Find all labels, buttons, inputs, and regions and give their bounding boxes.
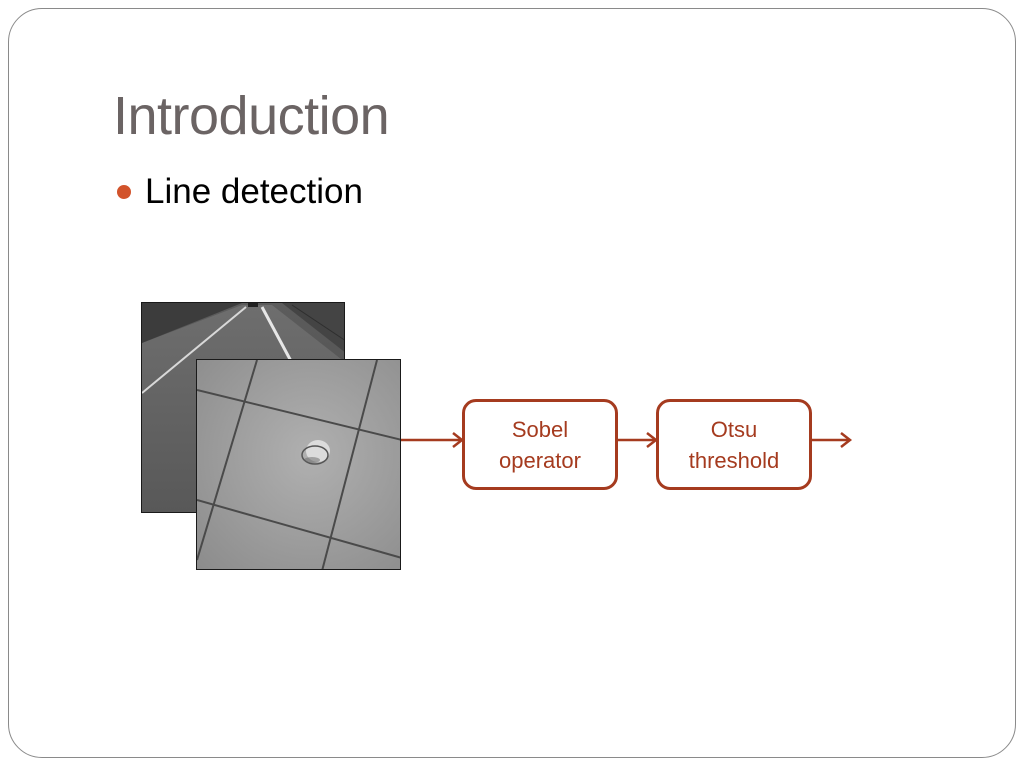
sobel-operator-label: Sobel operator — [499, 416, 581, 473]
otsu-threshold-step: Otsu threshold — [656, 399, 812, 490]
arrow-sobel-to-otsu — [618, 432, 659, 448]
sobel-operator-step: Sobel operator — [462, 399, 618, 490]
slide-title: Introduction — [113, 86, 390, 146]
otsu-threshold-label: Otsu threshold — [688, 416, 780, 473]
bullet-text: Line detection — [145, 172, 363, 211]
bullet-dot-icon — [117, 185, 131, 199]
arrow-input-to-sobel — [401, 432, 465, 448]
bullet-item: Line detection — [117, 170, 363, 214]
arrow-otsu-to-output — [812, 432, 853, 448]
floor-tile-photo-icon — [196, 359, 401, 570]
